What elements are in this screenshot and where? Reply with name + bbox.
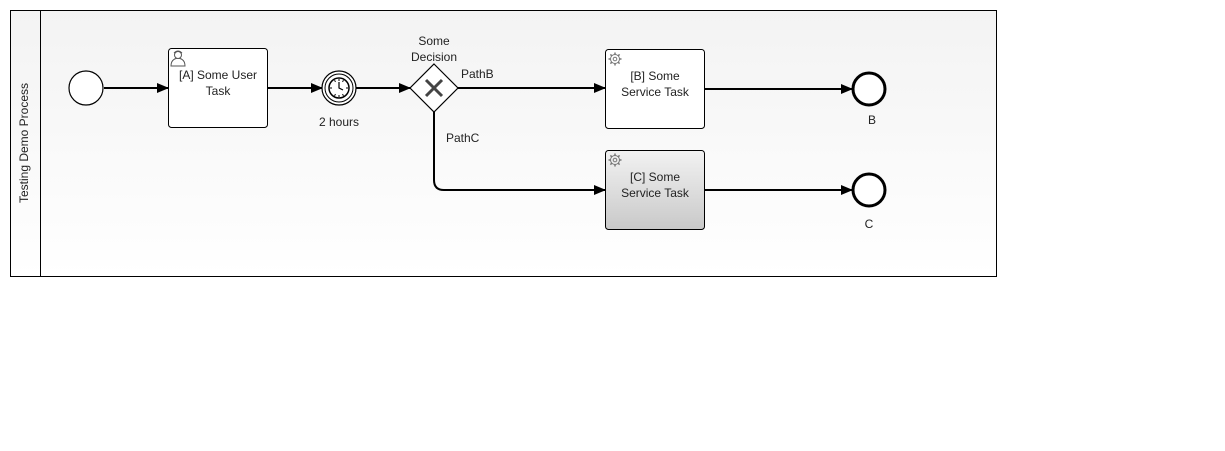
pool[interactable]: Testing Demo Process xyxy=(10,10,997,277)
task-c-label-line1: [C] Some xyxy=(630,170,680,184)
end-event-c[interactable]: C xyxy=(851,172,887,231)
gear-icon xyxy=(608,52,622,66)
gateway-label-line1: Some xyxy=(418,34,450,48)
task-b-label-line1: [B] Some xyxy=(630,69,680,83)
flow-path-c[interactable] xyxy=(433,112,606,195)
gateway-label-line2: Decision xyxy=(411,50,457,64)
start-event[interactable] xyxy=(68,70,104,106)
exclusive-gateway-x-icon xyxy=(424,78,444,98)
clock-icon xyxy=(328,77,350,99)
gear-icon xyxy=(608,153,622,167)
flow-label-path-c: PathC xyxy=(446,131,480,145)
pool-label: Testing Demo Process xyxy=(17,83,31,203)
end-event-b-label: B xyxy=(868,113,876,127)
timer-label: 2 hours xyxy=(319,115,359,129)
sequence-flows xyxy=(104,83,853,195)
task-c-label-line2: Service Task xyxy=(621,186,690,200)
end-event-c-label: C xyxy=(865,217,874,231)
task-b-label-line2: Service Task xyxy=(621,85,690,99)
task-a-label-line1: [A] Some User xyxy=(179,68,257,82)
task-a-label-line2: Task xyxy=(206,84,232,98)
exclusive-gateway[interactable]: Some Decision xyxy=(409,34,459,113)
user-icon xyxy=(170,50,186,67)
service-task-b[interactable]: [B] Some Service Task xyxy=(605,49,705,129)
flow-label-path-b: PathB xyxy=(461,67,494,81)
timer-event[interactable]: 2 hours xyxy=(319,70,359,129)
service-task-c[interactable]: [C] Some Service Task xyxy=(605,150,705,230)
end-event-b[interactable]: B xyxy=(851,71,887,127)
user-task-a[interactable]: [A] Some User Task xyxy=(168,48,268,128)
